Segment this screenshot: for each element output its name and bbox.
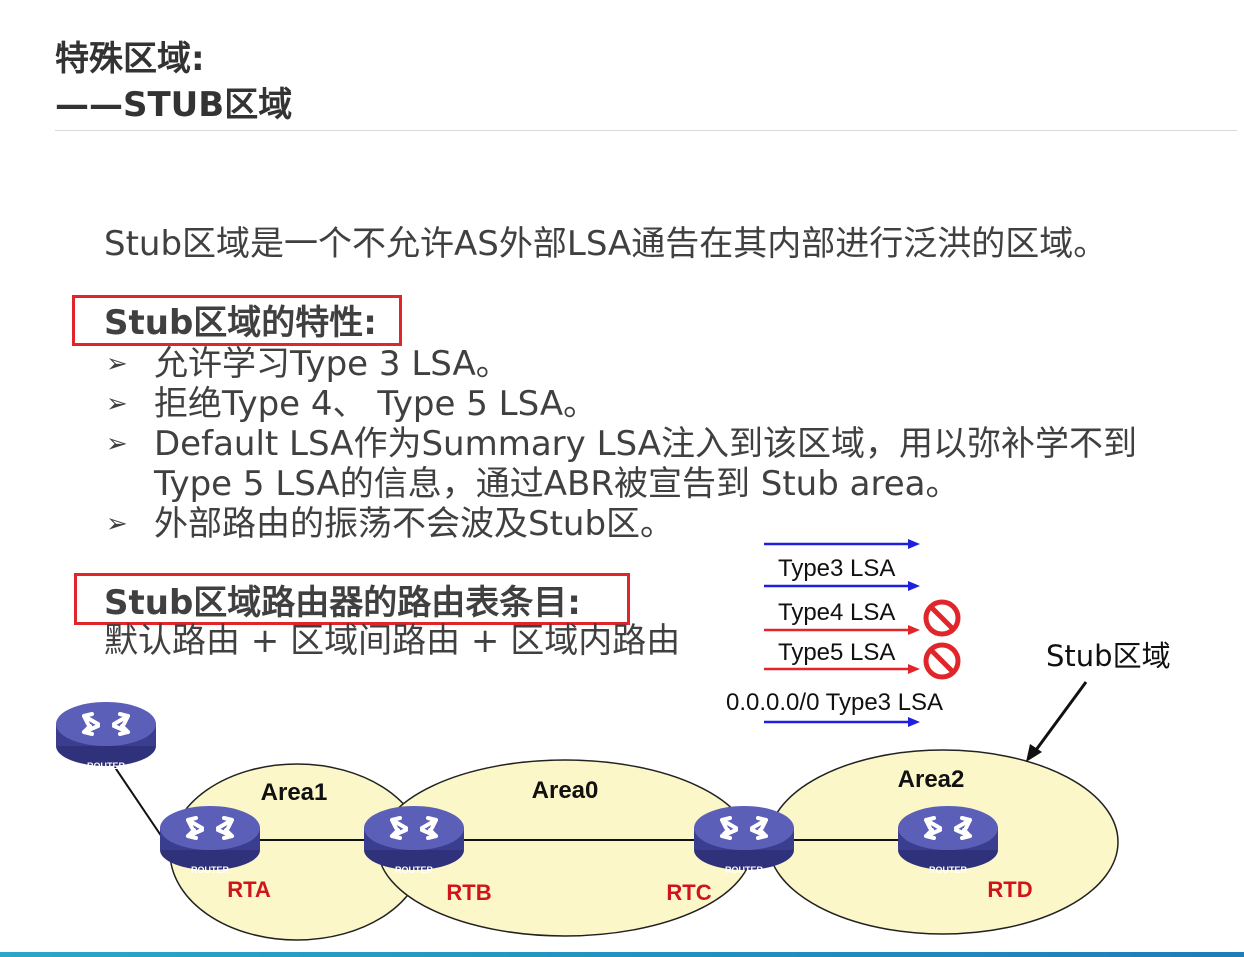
stub-pointer-arrowhead xyxy=(1026,744,1042,762)
routing-table-highlight-box xyxy=(74,573,630,625)
type3-label: Type3 LSA xyxy=(778,555,895,582)
svg-text:ROUTER: ROUTER xyxy=(725,865,764,875)
rtb-label: RTB xyxy=(446,880,491,905)
type4-label: Type4 LSA xyxy=(778,599,895,626)
title-line-1: 特殊区域: xyxy=(55,39,205,79)
properties-list: ➢允许学习Type 3 LSA。 ➢拒绝Type 4、 Type 5 LSA。 … xyxy=(104,344,1137,544)
routing-table-heading: Stub区域路由器的路由表条目: xyxy=(104,583,581,623)
page-title: 特殊区域: ——STUB区域 xyxy=(55,36,292,128)
title-divider xyxy=(55,130,1237,131)
rtd-label: RTD xyxy=(987,877,1032,902)
footer-bar xyxy=(0,952,1244,957)
link-external-rta xyxy=(109,759,169,847)
type5-label: Type5 LSA xyxy=(778,639,895,666)
properties-heading: Stub区域的特性: xyxy=(104,303,377,343)
list-item: ➢拒绝Type 4、 Type 5 LSA。 xyxy=(106,384,598,424)
list-item: ➢外部路由的振荡不会波及Stub区。 xyxy=(106,504,675,544)
rtb-router-icon: ROUTER xyxy=(362,804,466,875)
svg-text:ROUTER: ROUTER xyxy=(929,865,968,875)
area0-label: Area0 xyxy=(532,777,599,804)
bullet-arrow-icon: ➢ xyxy=(106,349,128,379)
rtd-router-icon: ROUTER xyxy=(896,804,1000,875)
title-line-2: ——STUB区域 xyxy=(55,85,293,125)
list-item: ➢允许学习Type 3 LSA。 xyxy=(106,344,510,384)
rtc-router-icon: ROUTER xyxy=(692,804,796,875)
area1-label: Area1 xyxy=(261,779,328,806)
list-item: ➢Default LSA作为Summary LSA注入到该区域，用以弥补学不到 xyxy=(106,424,1137,464)
routing-table-entries: 默认路由 + 区域间路由 + 区域内路由 xyxy=(104,621,681,661)
rtc-label: RTC xyxy=(666,880,711,905)
svg-text:ROUTER: ROUTER xyxy=(395,865,434,875)
external-router-icon: ROUTER xyxy=(54,700,158,771)
list-item-continuation: Type 5 LSA的信息，通过ABR被宣告到 Stub area。 xyxy=(154,464,960,504)
default-route-label: 0.0.0.0/0 Type3 LSA xyxy=(726,689,943,716)
bullet-arrow-icon: ➢ xyxy=(106,509,128,539)
bullet-arrow-icon: ➢ xyxy=(106,429,128,459)
blocked-icon xyxy=(923,642,961,680)
lsa-legend: Type3 LSA Type4 LSA Type5 LSA 0.0.0.0/0 … xyxy=(726,539,961,727)
area2-label: Area2 xyxy=(898,766,965,793)
svg-text:ROUTER: ROUTER xyxy=(191,865,230,875)
rta-router-icon: ROUTER xyxy=(158,804,262,875)
svg-text:ROUTER: ROUTER xyxy=(87,761,126,771)
properties-highlight-box xyxy=(72,295,402,346)
stub-area-label: Stub区域 xyxy=(1046,639,1171,673)
intro-text: Stub区域是一个不允许AS外部LSA通告在其内部进行泛洪的区域。 xyxy=(104,224,1108,264)
blocked-icon xyxy=(923,599,961,637)
bullet-arrow-icon: ➢ xyxy=(106,389,128,419)
stub-pointer-line xyxy=(1034,681,1088,751)
rta-label: RTA xyxy=(227,877,271,902)
